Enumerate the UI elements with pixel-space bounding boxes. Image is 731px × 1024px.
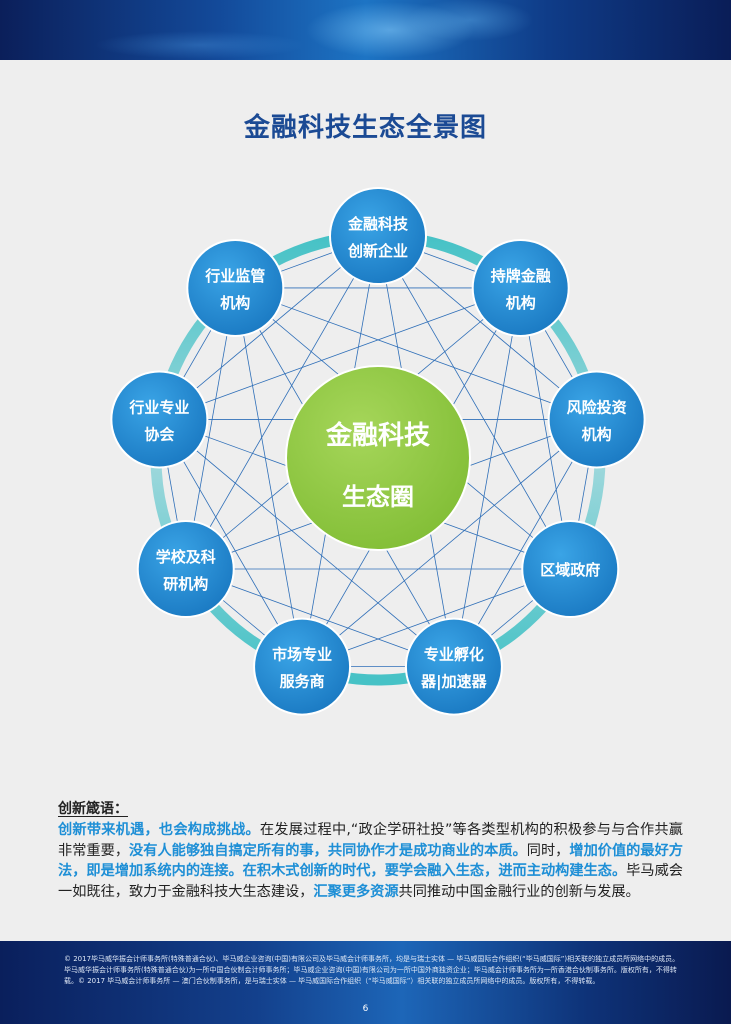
node-label: 行业专业 [128, 398, 189, 416]
motto-title: 创新箴语： [58, 801, 128, 817]
center-label-line2: 生态圈 [342, 483, 414, 511]
connection-line [235, 287, 597, 420]
node-circle [471, 238, 570, 337]
motto-text-2: 同时， [526, 842, 570, 859]
motto-text-4: 共同推动中国金融行业的创新与发展。 [398, 883, 640, 900]
node-label: 区域政府 [540, 561, 600, 579]
node-label: 金融科技 [347, 215, 409, 233]
node-circle [329, 187, 427, 285]
node-label: 专业孵化 [424, 646, 484, 664]
connection-line [159, 419, 455, 667]
node-circle [547, 370, 646, 469]
node-label: 学校及科 [156, 548, 216, 566]
footer-banner [0, 941, 731, 1024]
nodes-layer: 金融科技创新企业持牌金融机构风险投资机构区域政府专业孵化器|加速器市场专业服务商… [110, 187, 646, 716]
node-label: 机构 [582, 425, 612, 443]
motto-body: 创新带来机遇，也会构成挑战。在发展过程中,“政企学研社投”等各类型机构的积极参与… [58, 820, 683, 902]
connection-line [234, 287, 303, 667]
motto-highlight-2: 没有人能够独自搞定所有的事，共同协作才是成功商业的本质。 [129, 842, 527, 859]
node-label: 器|加速器 [420, 673, 487, 692]
node-regional-government: 区域政府 [521, 520, 620, 618]
motto-highlight-3: 增加价值的最好方法，即是增加系统内的连接。在积木式创新的时代，要学会融入生态，进… [58, 842, 683, 880]
motto-highlight-1: 创新带来机遇，也会构成挑战。 [58, 822, 260, 838]
center-node: 金融科技 生态圈 [285, 365, 471, 551]
node-label: 协会 [144, 425, 174, 443]
node-label: 机构 [220, 294, 250, 312]
node-label: 创新企业 [347, 242, 408, 260]
node-label: 行业监管 [204, 267, 265, 285]
page-number: 6 [362, 1004, 369, 1014]
node-circle [186, 238, 285, 337]
node-circle [404, 617, 503, 716]
connection-line [185, 235, 379, 570]
node-label: 市场专业 [272, 646, 332, 664]
header-banner [0, 0, 731, 60]
node-circle [136, 520, 235, 618]
connection-line [301, 419, 597, 667]
motto-text-3: 毕马威会一如既往，致力于金融科技大生态建设， [58, 863, 683, 900]
ecosystem-diagram: 金融科技创新企业持牌金融机构风险投资机构区域政府专业孵化器|加速器市场专业服务商… [110, 187, 646, 716]
page-title: 金融科技生态全景图 [243, 113, 487, 143]
node-circle [253, 617, 352, 716]
node-label: 机构 [506, 294, 536, 312]
center-label-line1: 金融科技 [325, 420, 430, 451]
node-label: 研机构 [163, 575, 208, 593]
motto-text-1: 在发展过程中,“政企学研社投”等各类型机构的积极参与与合作共赢非常重要， [58, 822, 683, 859]
connection-line [377, 235, 571, 570]
node-label: 持牌金融 [491, 267, 551, 285]
node-circle [521, 520, 620, 618]
footer-legal-text: © 2017毕马威华振会计师事务所(特殊普通合伙)、毕马威企业咨询(中国)有限公… [64, 955, 680, 985]
motto-highlight-4: 汇聚更多资源 [313, 883, 399, 900]
node-circle [110, 370, 209, 469]
node-label: 服务商 [280, 673, 325, 691]
node-label: 风险投资 [567, 398, 627, 416]
connection-line [453, 287, 522, 667]
connection-line [159, 287, 521, 420]
